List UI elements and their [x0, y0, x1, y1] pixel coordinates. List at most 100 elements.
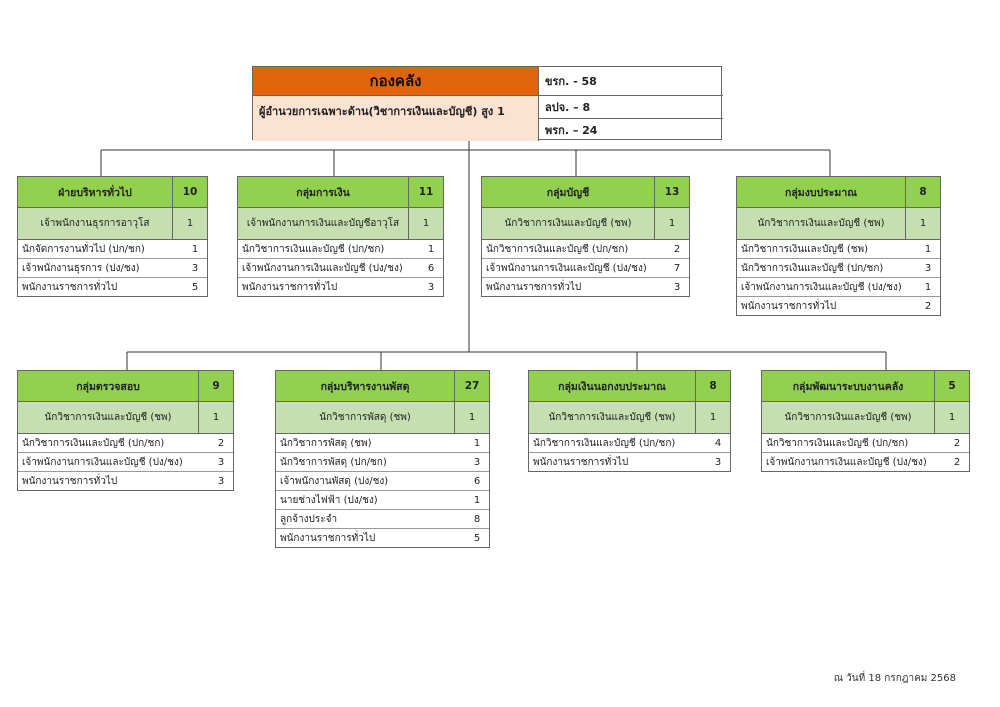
- staff-count: 6: [473, 475, 481, 487]
- staff-title: พนักงานราชการทั่วไป: [280, 532, 376, 544]
- staff-count: 1: [191, 243, 199, 255]
- staff-title: ลูกจ้างประจำ: [280, 513, 338, 525]
- staff-row: ลูกจ้างประจำ 8: [276, 510, 489, 529]
- count-permanent-employees: ลปจ. – 8: [539, 96, 723, 119]
- staff-row: นักวิชาการเงินและบัญชี (ปก/ชก)3: [737, 259, 940, 278]
- staff-title: พนักงานราชการทั่วไป: [242, 281, 338, 293]
- staff-title: เจ้าพนักงานพัสดุ (ปง/ชง): [280, 475, 389, 487]
- unit-chief: เจ้าพนักงานธุรการอาวุโส: [40, 218, 150, 229]
- staff-row: นักวิชาการเงินและบัญชี (ปก/ชก) 2: [482, 240, 689, 259]
- staff-row: เจ้าพนักงานพัสดุ (ปง/ชง) 6: [276, 472, 489, 491]
- staff-title: เจ้าพนักงานการเงินและบัญชี (ปง/ชง): [766, 456, 927, 468]
- staff-count: 1: [924, 281, 932, 293]
- staff-title: เจ้าพนักงานการเงินและบัญชี (ปง/ชง): [22, 456, 183, 468]
- staff-row: เจ้าพนักงานการเงินและบัญชี (ปง/ชง) 6: [238, 259, 443, 278]
- staff-title: เจ้าพนักงานการเงินและบัญชี (ปง/ชง): [486, 262, 647, 274]
- unit-chief: นักวิชาการเงินและบัญชี (ชพ): [44, 412, 172, 423]
- unit-name: กลุ่มเงินนอกงบประมาณ: [558, 380, 666, 393]
- staff-count: 3: [714, 456, 722, 468]
- unit-name: กลุ่มตรวจสอบ: [76, 380, 140, 393]
- staff-title: พนักงานราชการทั่วไป: [22, 281, 118, 293]
- unit-chief-count: 1: [198, 402, 233, 433]
- unit-total: 8: [695, 371, 730, 401]
- unit-budget: กลุ่มงบประมาณ 8 นักวิชาการเงินและบัญชี (ช…: [736, 176, 941, 316]
- staff-title: พนักงานราชการทั่วไป: [22, 475, 118, 487]
- unit-total: 5: [934, 371, 969, 401]
- unit-total: 13: [654, 177, 689, 207]
- unit-name: กลุ่มบริหารงานพัสดุ: [320, 380, 410, 393]
- staff-row: นักจัดการงานทั่วไป (ปก/ชก) 1: [18, 240, 207, 259]
- staff-row: นักวิชาการเงินและบัญชี (ชพ) 1: [737, 240, 940, 259]
- staff-title: เจ้าพนักงานการเงินและบัญชี (ปง/ชง): [741, 281, 902, 293]
- unit-chief-count: 1: [408, 208, 443, 239]
- staff-title: นักจัดการงานทั่วไป (ปก/ชก): [22, 243, 145, 255]
- staff-count: 3: [673, 281, 681, 293]
- staff-title: นักวิชาการเงินและบัญชี (ปก/ชก): [486, 243, 629, 255]
- staff-count: 2: [953, 456, 961, 468]
- staff-row: เจ้าพนักงานธุรการ (ปง/ชง)3: [18, 259, 207, 278]
- staff-count: 1: [473, 494, 481, 506]
- staff-title: พนักงานราชการทั่วไป: [533, 456, 629, 468]
- staff-title: นักวิชาการเงินและบัญชี (ปก/ชก): [22, 437, 165, 449]
- unit-chief: นักวิชาการเงินและบัญชี (ชพ): [548, 412, 676, 423]
- staff-count: 6: [427, 262, 435, 274]
- staff-row: นักวิชาการเงินและบัญชี (ปก/ชก) 2: [762, 434, 969, 453]
- unit-total: 8: [905, 177, 940, 207]
- staff-count: 4: [714, 437, 722, 449]
- unit-chief-count: 1: [905, 208, 940, 239]
- unit-accounting: กลุ่มบัญชี13 นักวิชาการเงินและบัญชี (ชพ)…: [481, 176, 690, 297]
- unit-total: 10: [172, 177, 207, 207]
- staff-count: 3: [924, 262, 932, 274]
- unit-chief-count: 1: [934, 402, 969, 433]
- staff-row: พนักงานราชการทั่วไป 3: [482, 278, 689, 296]
- staff-title: พนักงานราชการทั่วไป: [486, 281, 582, 293]
- staff-row: นักวิชาการพัสดุ (ปก/ชก)3: [276, 453, 489, 472]
- count-civil-servants: ขรก. - 58: [539, 67, 723, 96]
- staff-title: นักวิชาการเงินและบัญชี (ชพ): [741, 243, 869, 255]
- unit-total: 11: [408, 177, 443, 207]
- unit-name: กลุ่มงบประมาณ: [784, 186, 857, 199]
- staff-row: เจ้าพนักงานการเงินและบัญชี (ปง/ชง) 1: [737, 278, 940, 297]
- staff-count: 2: [924, 300, 932, 312]
- staff-title: นักวิชาการเงินและบัญชี (ปก/ชก): [533, 437, 676, 449]
- staff-count: 7: [673, 262, 681, 274]
- unit-finance: กลุ่มการเงิน 11 เจ้าพนักงานการเงินและบัญช…: [237, 176, 444, 297]
- staff-count: 1: [924, 243, 932, 255]
- staff-count: 2: [673, 243, 681, 255]
- staff-row: พนักงานราชการทั่วไป 2: [737, 297, 940, 315]
- unit-total: 9: [198, 371, 233, 401]
- unit-procurement: กลุ่มบริหารงานพัสดุ27 นักวิชาการพัสดุ (ช…: [275, 370, 490, 548]
- staff-count: 3: [191, 262, 199, 274]
- staff-count: 8: [473, 513, 481, 525]
- staff-title: นายช่างไฟฟ้า (ปง/ชง): [280, 494, 378, 506]
- staff-count: 2: [217, 437, 225, 449]
- unit-audit: กลุ่มตรวจสอบ 9 นักวิชาการเงินและบัญชี (ชพ…: [17, 370, 234, 491]
- as-of-date: ณ วันที่ 18 กรกฎาคม 2568: [833, 673, 956, 684]
- staff-title: เจ้าพนักงานการเงินและบัญชี (ปง/ชง): [242, 262, 403, 274]
- count-government-employees: พรก. – 24: [545, 124, 598, 137]
- staff-title: นักวิชาการเงินและบัญชี (ปก/ชก): [766, 437, 909, 449]
- staff-row: นายช่างไฟฟ้า (ปง/ชง) 1: [276, 491, 489, 510]
- unit-chief-count: 1: [654, 208, 689, 239]
- staff-row: นักวิชาการเงินและบัญชี (ปก/ชก)1: [238, 240, 443, 259]
- staff-row: เจ้าพนักงานการเงินและบัญชี (ปง/ชง) 7: [482, 259, 689, 278]
- unit-chief: เจ้าพนักงานการเงินและบัญชีอาวุโส: [246, 218, 400, 229]
- staff-row: พนักงานราชการทั่วไป 5: [276, 529, 489, 547]
- staff-count: 2: [953, 437, 961, 449]
- staff-count: 1: [473, 437, 481, 449]
- staff-count: 3: [217, 475, 225, 487]
- staff-title: พนักงานราชการทั่วไป: [741, 300, 837, 312]
- unit-chief: นักวิชาการเงินและบัญชี (ชพ): [504, 218, 632, 229]
- unit-name: กลุ่มการเงิน: [296, 186, 350, 199]
- unit-chief-count: 1: [454, 402, 489, 433]
- staff-row: นักวิชาการเงินและบัญชี (ปก/ชก) 4: [529, 434, 730, 453]
- unit-off-budget-funds: กลุ่มเงินนอกงบประมาณ 8 นักวิชาการเงินและบ…: [528, 370, 731, 472]
- staff-count: 5: [473, 532, 481, 544]
- staff-count: 3: [217, 456, 225, 468]
- unit-name: กลุ่มพัฒนาระบบงานคลัง: [792, 380, 904, 393]
